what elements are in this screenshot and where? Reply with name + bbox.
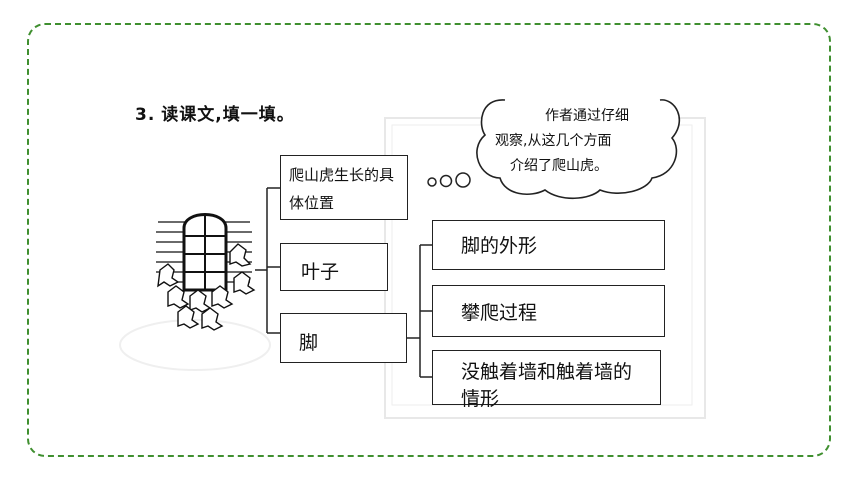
box-feet: 脚: [280, 313, 407, 363]
box-feet-label: 脚: [299, 332, 319, 354]
answer-box-climbing-process[interactable]: 攀爬过程: [432, 285, 665, 337]
exercise-title: 读课文,填一填。: [161, 105, 295, 125]
answer-box-foot-shape[interactable]: 脚的外形: [432, 220, 665, 270]
thought-line-2: 观察,从这几个方面: [495, 133, 612, 149]
exercise-number: 3.: [135, 105, 156, 125]
answer-box-wall-contact[interactable]: 没触着墙和触着墙的情形: [432, 350, 661, 410]
exercise-heading: 3.读课文,填一填。: [135, 100, 295, 125]
thought-line-3: 介绍了爬山虎。: [510, 158, 608, 174]
box-leaves: 叶子: [280, 243, 388, 291]
thought-line-1: 作者通过仔细: [545, 108, 629, 124]
answer-wall-contact: 没触着墙和触着墙的情形: [461, 361, 633, 410]
dashed-frame: [27, 23, 831, 457]
box-position: 爬山虎生长的具体位置: [280, 155, 408, 220]
box-leaves-label: 叶子: [301, 261, 340, 283]
window-icon: [156, 213, 256, 331]
answer-climbing-process: 攀爬过程: [461, 302, 538, 324]
answer-foot-shape: 脚的外形: [461, 235, 538, 257]
box-position-label: 爬山虎生长的具体位置: [289, 166, 395, 212]
ivy-leaves-icon: [157, 243, 256, 331]
